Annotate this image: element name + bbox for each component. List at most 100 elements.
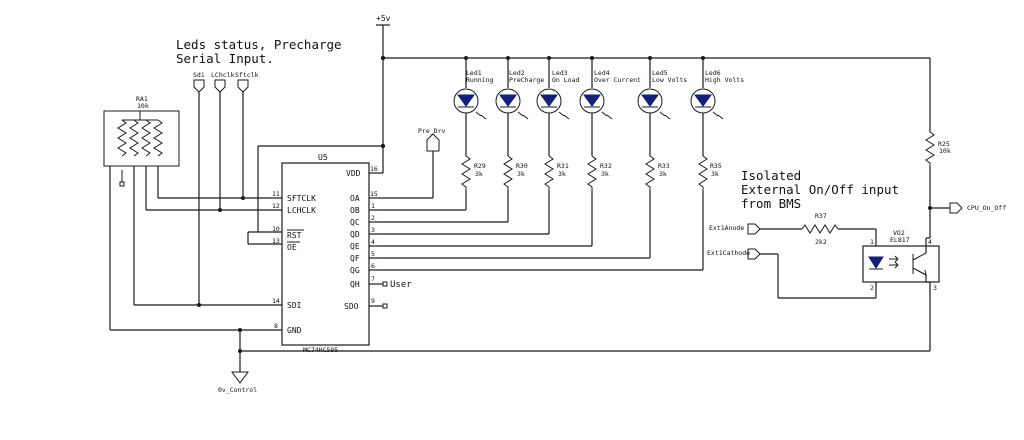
u5-pin-num: 15 [370,190,378,198]
opto-pin-num: 2 [870,284,874,292]
u5-pin-name: LCHCLK [287,206,316,215]
u5-pin-name: RST [287,231,302,240]
r37-value: 2k2 [815,238,827,246]
u5-pin-name: SFTCLK [287,194,316,203]
r25-resistor [925,58,950,238]
sftclk-label: Sftclk [235,71,259,79]
resistor-ref: R33 [658,162,670,170]
opto-ref: VO2 [893,229,905,237]
ra1-ref: RA1 [136,95,148,103]
led-column [383,58,671,259]
r37-ref: R37 [815,212,827,220]
led-column [383,58,570,235]
sdi-port [193,79,205,93]
cpu-on-off-label: CPU_On_Off [967,204,1006,212]
led-label: Running [466,76,493,84]
u5-pin-num: 12 [272,202,280,210]
u5-pin-name: QH [350,280,360,289]
lchclk-port [214,79,226,93]
resistor-ref: R35 [710,162,722,170]
u5-pin-num: 13 [272,237,280,245]
ground-label: 0v_Control [218,386,257,394]
u5-pin-name: SDO [344,302,359,311]
isolated-heading-line3: from BMS [741,196,801,211]
u5-pin-num: 4 [371,238,375,246]
isolated-heading-line1: Isolated [741,168,801,183]
cpu-on-off-port [949,202,963,214]
sftclk-port [237,79,249,93]
resistor-ref: R32 [600,162,612,170]
u5-pin-name: OB [350,206,360,215]
u5-pin-name: QC [350,218,360,227]
ext-anode-label: Ext1Anode [709,224,744,232]
u5-pin-name: OA [350,194,360,203]
resistor-value: 3k [601,170,609,178]
led-column [383,58,613,247]
ext-cathode-port [747,248,877,299]
ext-anode-port [747,223,802,235]
led-label: Low Volts [652,76,687,84]
u5-pin-num: 2 [371,214,375,222]
rail-junctions [464,56,705,60]
opto-pin-num: 4 [928,238,932,246]
r37-resistor [801,224,877,246]
opto-pin-num: 1 [870,238,874,246]
u5-pin-name: OE [287,243,297,252]
u5-pin-num: 7 [371,275,375,283]
u5-pin-num: 8 [274,322,278,330]
isolated-heading-line2: External On/Off input [741,182,899,197]
u5-pin-name: QG [350,266,360,275]
led-ref: Led6 [705,69,721,77]
u5-pin-name: SDI [287,301,302,310]
left-wiring [109,92,282,351]
led-column [383,58,724,271]
ground-net [231,349,930,384]
led-ref: Led2 [509,69,525,77]
resistor-value: 3k [558,170,566,178]
u5-chip [281,162,388,346]
led-label: PreCharge [509,76,544,84]
pre-drv-label: Pre_Drv [418,127,445,135]
u5-pin-name: VDD [346,169,361,178]
resistor-value: 3k [517,170,525,178]
opto-part: EL817 [890,236,910,244]
resistor-value: 3k [659,170,667,178]
led-label: High Volts [705,76,744,84]
u5-pin-num: 5 [371,250,375,258]
led-ref: Led1 [466,69,482,77]
resistor-ref: R29 [474,162,486,170]
r25-value: 10k [939,147,951,155]
ext-cathode-label: Ext1Cathode [707,249,750,257]
u5-pin-num: 16 [370,165,378,173]
u5-pin-num: 6 [371,262,375,270]
r25-ref: R25 [938,140,950,148]
opto-pin-num: 3 [933,284,937,292]
resistor-value: 3k [711,170,719,178]
user-net-label: User [390,280,412,290]
vcc-rail [248,24,930,233]
vcc-label: +5v [376,14,391,23]
led-column [383,58,529,223]
u5-pin-name: QD [350,230,360,239]
optocoupler [862,237,940,351]
u5-pin-num: 10 [272,225,280,233]
u5-part: MC74HC595 [303,346,338,354]
u5-ref: U5 [318,153,328,162]
resistor-value: 3k [475,170,483,178]
leds-heading-line2: Serial Input. [176,51,274,66]
led-column [383,58,487,211]
u5-pin-num: 14 [272,297,280,305]
resistor-ref: R31 [557,162,569,170]
led-label: Over Current [594,76,641,84]
u5-pin-name: QF [350,254,360,263]
resistor-ref: R30 [516,162,528,170]
led-ref: Led5 [652,69,668,77]
u5-pin-num: 3 [371,226,375,234]
lchclk-label: LChclk [211,71,235,79]
sdi-label: Sdi [193,71,205,79]
u5-pin-num: 1 [371,202,375,210]
u5-pin-num: 9 [371,297,375,305]
led-ref: Led4 [594,69,610,77]
u5-pin-name: GND [287,326,302,335]
